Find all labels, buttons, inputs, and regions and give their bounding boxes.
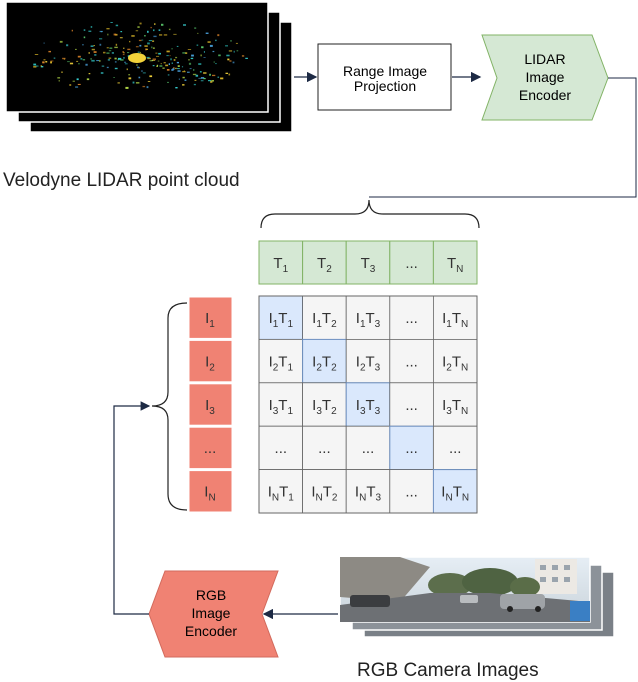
- matrix-cell-label: I3T1: [269, 397, 294, 417]
- matrix-cell-label: I1T2: [312, 310, 337, 330]
- matrix-cell-label: I2TN: [442, 353, 468, 373]
- svg-text:Encoder: Encoder: [185, 623, 237, 639]
- image-embeddings-brace: [151, 302, 188, 511]
- image-header-cell: [188, 470, 233, 513]
- svg-text:Encoder: Encoder: [519, 87, 571, 103]
- text-header-label: ...: [405, 255, 418, 272]
- matrix-cell: [432, 382, 478, 427]
- matrix-cell: [432, 425, 478, 471]
- text-header-cell: [258, 240, 304, 285]
- matrix-cell-label: ...: [405, 353, 418, 370]
- image-header-cell: [188, 339, 233, 383]
- lidar-image-encoder: LIDAR Image Encoder: [481, 34, 609, 121]
- text-embedding-headers: T1 T2 T3... TN: [258, 240, 478, 285]
- matrix-cell-label: ...: [275, 440, 288, 457]
- matrix-cell-label: I3T3: [356, 397, 381, 417]
- rgb-image-encoder: RGB Image Encoder: [148, 570, 279, 658]
- matrix-cell-label: ...: [405, 440, 418, 457]
- lidar-point-cloud-image: [5, 1, 293, 133]
- image-header-label: ...: [204, 440, 217, 457]
- matrix-cell: [432, 295, 478, 340]
- matrix-cell-label: I1T3: [356, 310, 381, 330]
- rgb-connector-line: [113, 401, 151, 615]
- matrix-cell-label: ...: [405, 397, 418, 414]
- matrix-cell-label: I2T1: [269, 353, 294, 373]
- matrix-cell-label: I3TN: [442, 397, 468, 417]
- matrix-cell: [389, 338, 434, 384]
- text-header-cell: [389, 240, 434, 285]
- matrix-diagonal-cell: [389, 425, 434, 471]
- text-header-label: TN: [447, 255, 463, 275]
- text-embeddings-brace: [260, 199, 480, 229]
- matrix-cell: [345, 295, 391, 340]
- matrix-cell-label: ...: [318, 440, 331, 457]
- svg-text:LIDAR: LIDAR: [524, 51, 565, 67]
- matrix-cell: [389, 469, 434, 514]
- lidar-connector-line: [369, 77, 637, 198]
- matrix-cell: [432, 338, 478, 384]
- rgb-camera-images: [339, 556, 615, 638]
- similarity-matrix: I1T1 I1T2 I1T3... I1TN I2T1 I2T2 I2T3... I2TN I3…: [258, 295, 478, 514]
- matrix-diagonal-cell: [345, 382, 391, 427]
- image-header-cell: [188, 296, 233, 339]
- svg-text:RGB: RGB: [196, 587, 226, 603]
- text-header-cell: [302, 240, 347, 285]
- matrix-cell-label: INT1: [268, 484, 295, 504]
- matrix-cell-label: ...: [405, 484, 418, 501]
- image-header-label: I3: [205, 397, 215, 417]
- text-header-label: T2: [317, 255, 332, 275]
- svg-text:Range Image: Range Image: [343, 63, 427, 79]
- matrix-diagonal-cell: [432, 469, 478, 514]
- matrix-cell: [345, 338, 391, 384]
- matrix-cell-label: I1TN: [442, 310, 468, 330]
- svg-text:Projection: Projection: [354, 78, 416, 94]
- lidar-caption: Velodyne LIDAR point cloud: [3, 170, 240, 191]
- matrix-cell-label: I2T2: [312, 353, 337, 373]
- matrix-cell: [345, 469, 391, 514]
- image-header-label: I2: [205, 353, 215, 373]
- image-header-cell: [188, 426, 233, 470]
- text-header-label: T3: [361, 255, 376, 275]
- text-header-cell: [432, 240, 478, 285]
- image-header-label: IN: [204, 484, 215, 504]
- svg-text:Image: Image: [192, 605, 231, 621]
- matrix-cell: [258, 469, 303, 514]
- range-image-projection-box: Range Image Projection: [317, 43, 452, 111]
- image-header-cell: [188, 383, 233, 426]
- image-header-label: I1: [205, 310, 215, 330]
- text-header-label: T1: [273, 255, 288, 275]
- matrix-cell: [389, 295, 434, 340]
- matrix-cell-label: ...: [449, 440, 462, 457]
- matrix-cell-label: I2T3: [356, 353, 381, 373]
- matrix-cell-label: ...: [405, 310, 418, 327]
- matrix-cell: [302, 425, 347, 471]
- svg-text:Image: Image: [526, 69, 565, 85]
- matrix-cell-label: INT3: [355, 484, 382, 504]
- matrix-cell-label: I3T2: [312, 397, 337, 417]
- matrix-cell-label: ...: [362, 440, 375, 457]
- matrix-cell-label: INT2: [311, 484, 338, 504]
- matrix-cell-label: INTN: [441, 484, 469, 504]
- rgb-caption: RGB Camera Images: [357, 660, 539, 681]
- matrix-cell-label: I1T1: [269, 310, 294, 330]
